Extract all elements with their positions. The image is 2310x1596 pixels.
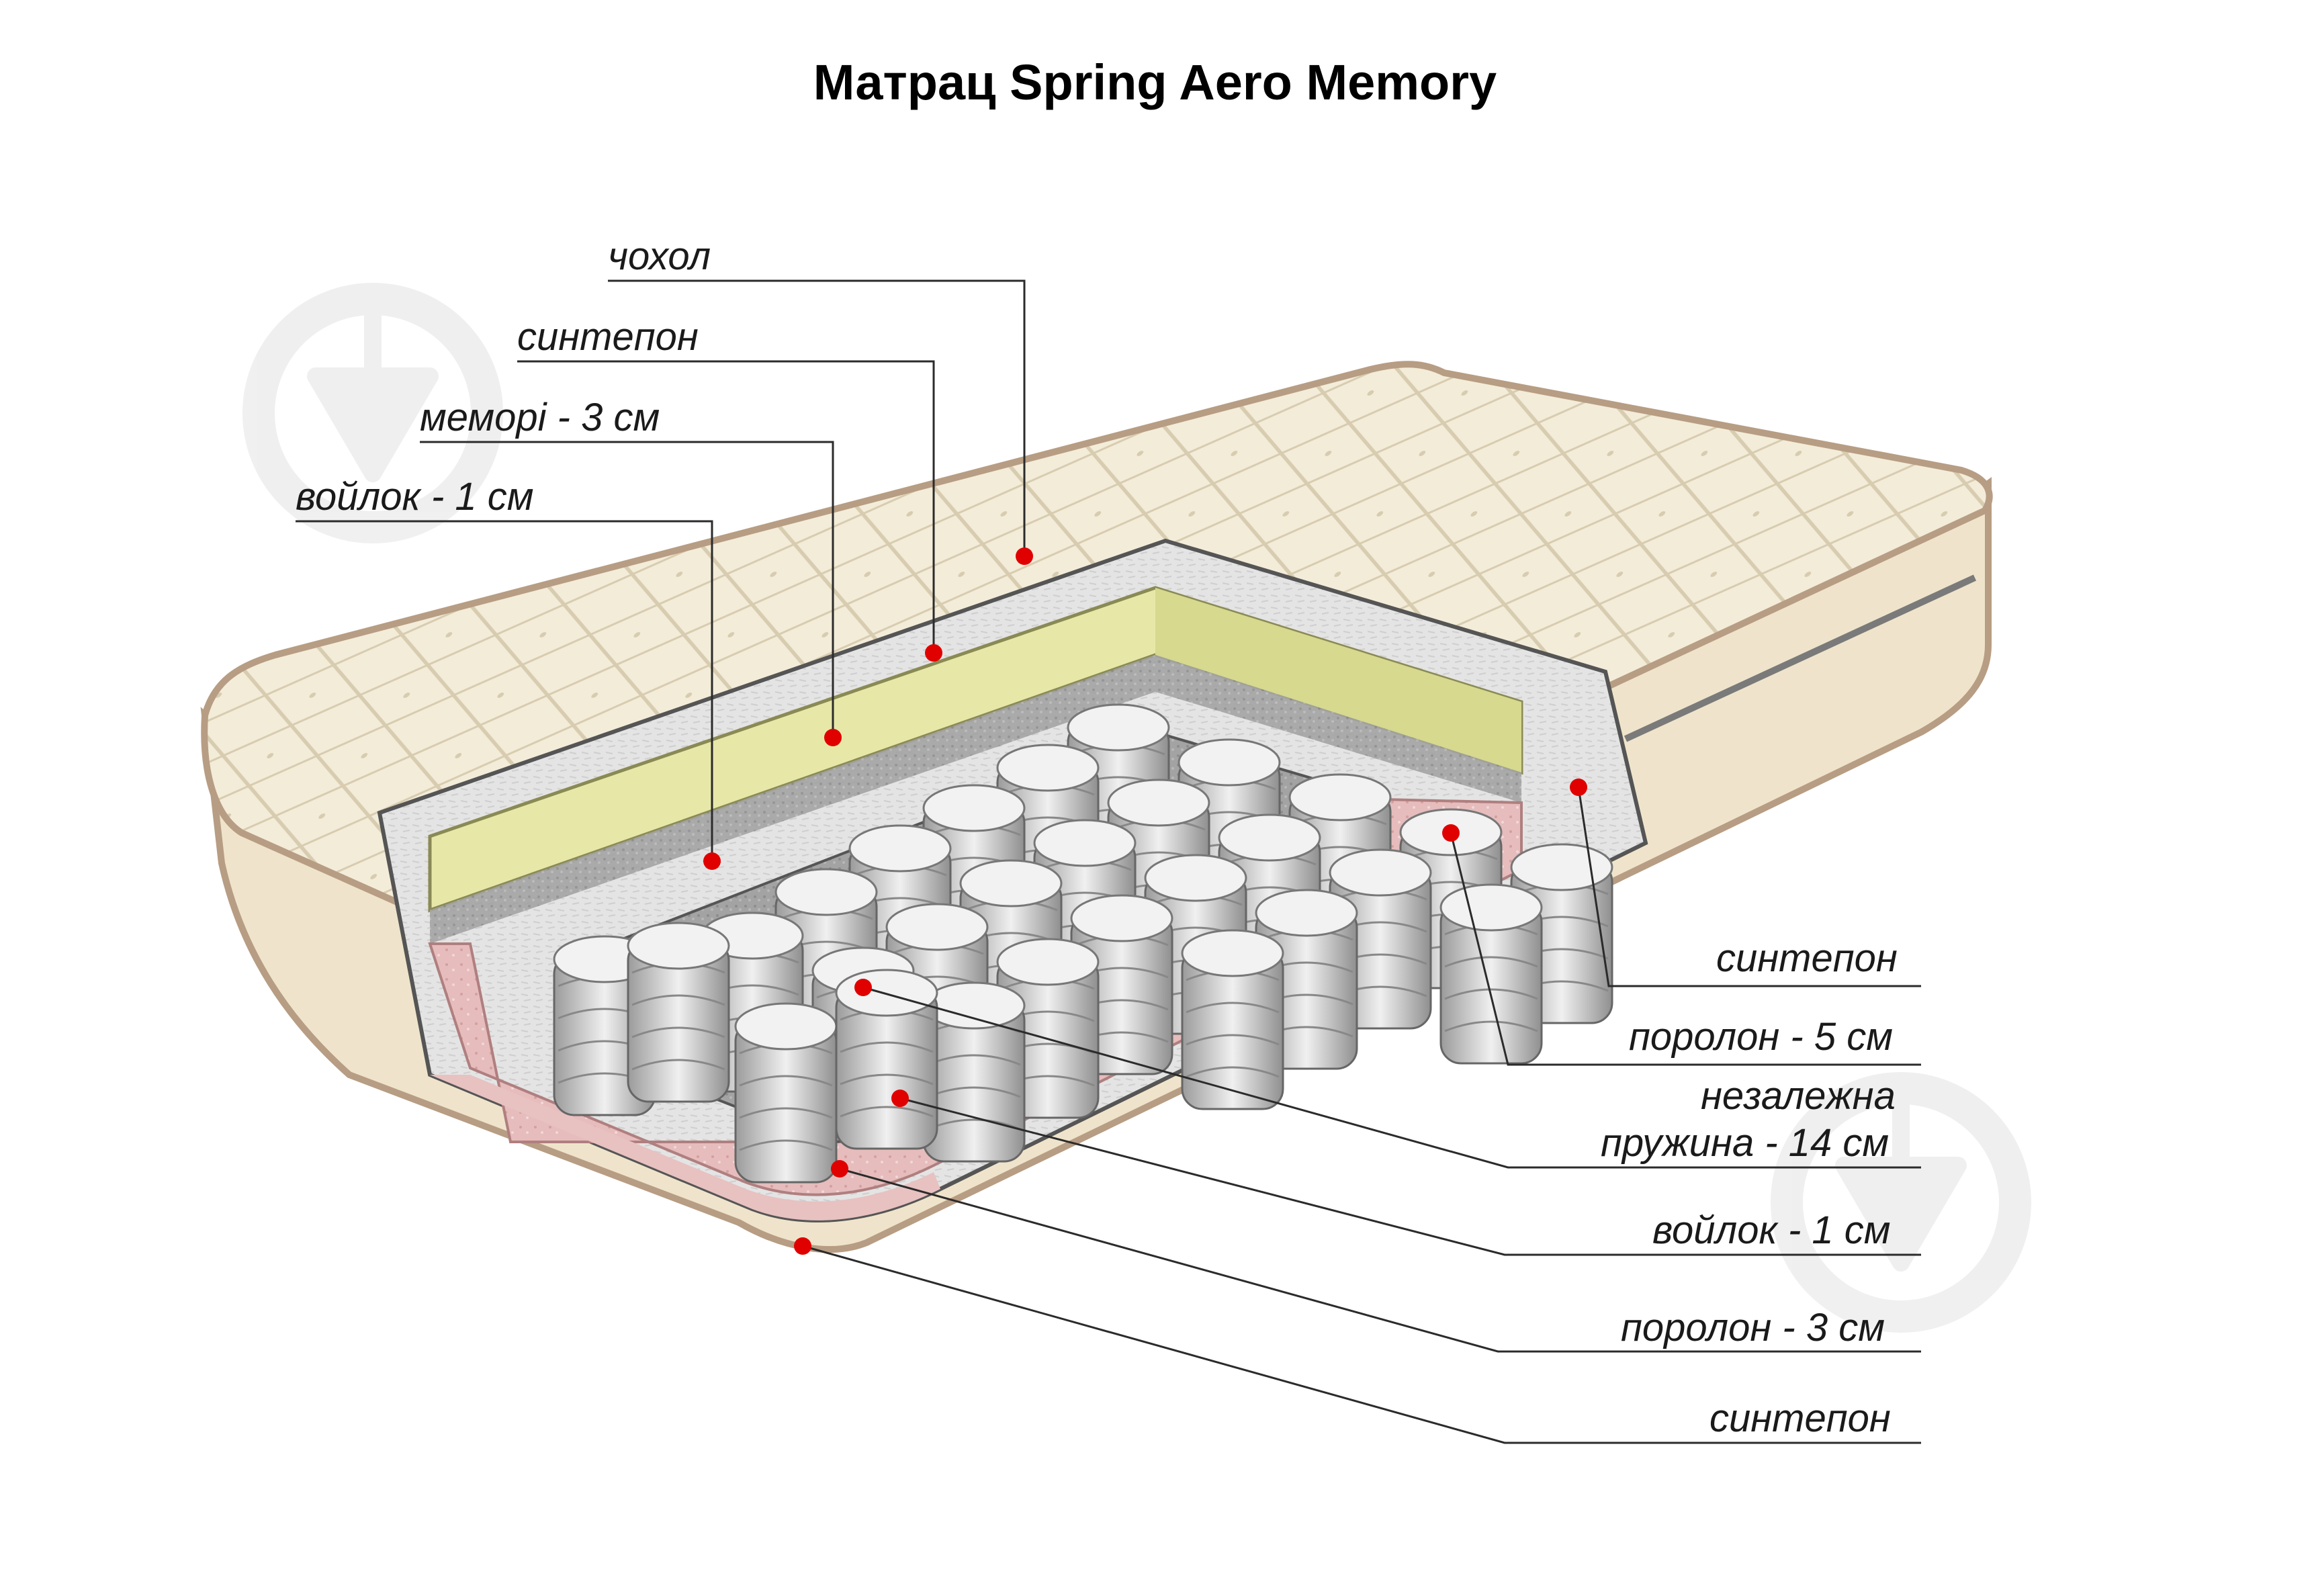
- leader-memory: [420, 441, 834, 738]
- label-spring-line1: незалежна: [1701, 1074, 1896, 1118]
- label-spring-line2: пружина - 14 см: [1601, 1121, 1890, 1165]
- page-title: Матрац Spring Aero Memory: [813, 54, 1497, 110]
- marker-dot: [925, 644, 942, 662]
- leader-sintepon-top: [517, 360, 935, 653]
- spring-top: [1067, 703, 1170, 752]
- spring-top: [1255, 889, 1358, 937]
- marker-dot: [1442, 824, 1460, 842]
- spring-top: [1178, 738, 1281, 787]
- spring-top: [1510, 843, 1613, 891]
- label-porolon-5: поролон - 5 см: [1629, 1015, 1893, 1059]
- spring-top: [1329, 848, 1432, 897]
- spring-top: [885, 903, 989, 951]
- spring-top: [1107, 779, 1210, 827]
- label-sintepon-top: синтепон: [517, 315, 699, 359]
- leader-voilok-bottom: [899, 1097, 1921, 1256]
- spring-top: [1033, 819, 1137, 867]
- spring-top: [627, 922, 730, 970]
- label-voilok-bottom: войлок - 1 см: [1652, 1208, 1891, 1252]
- marker-dot: [824, 729, 842, 746]
- marker-dot: [891, 1090, 909, 1107]
- marker-dot: [831, 1160, 848, 1178]
- label-chohol: чохол: [608, 234, 711, 278]
- marker-dot: [854, 979, 872, 996]
- watermark-logo-icon: [1771, 1072, 2031, 1333]
- leader-spring: [862, 986, 1921, 1169]
- spring-top: [774, 868, 878, 916]
- spring-top: [1218, 813, 1321, 862]
- leader-sintepon-bottom: [802, 1245, 1921, 1444]
- spring-top: [848, 824, 952, 873]
- leader-sintepon-side: [1577, 787, 1921, 987]
- label-sintepon-side: синтепон: [1716, 936, 1898, 980]
- leader-porolon-5: [1450, 832, 1921, 1066]
- spring-top: [959, 859, 1063, 907]
- label-voilok-top: войлок - 1 см: [296, 475, 534, 519]
- leader-chohol: [608, 279, 1026, 556]
- marker-dot: [794, 1237, 811, 1255]
- marker-dot: [1570, 779, 1587, 796]
- leader-porolon-3: [839, 1167, 1921, 1353]
- spring-top: [1288, 773, 1392, 822]
- spring-top: [1144, 854, 1247, 902]
- spring-top: [922, 784, 1026, 832]
- spring-top: [996, 938, 1100, 986]
- spring-top: [1070, 894, 1173, 942]
- label-porolon-3: поролон - 3 см: [1621, 1306, 1885, 1349]
- marker-dot: [703, 852, 721, 870]
- label-sintepon-bottom: синтепон: [1709, 1396, 1891, 1440]
- spring-top: [1181, 929, 1284, 977]
- spring-top: [996, 744, 1100, 792]
- label-memory: меморі - 3 см: [420, 396, 660, 439]
- watermark-logo-icon: [242, 283, 503, 543]
- pocket-springs: [553, 703, 1613, 1184]
- marker-dot: [1016, 547, 1033, 565]
- leader-voilok-top: [296, 520, 713, 861]
